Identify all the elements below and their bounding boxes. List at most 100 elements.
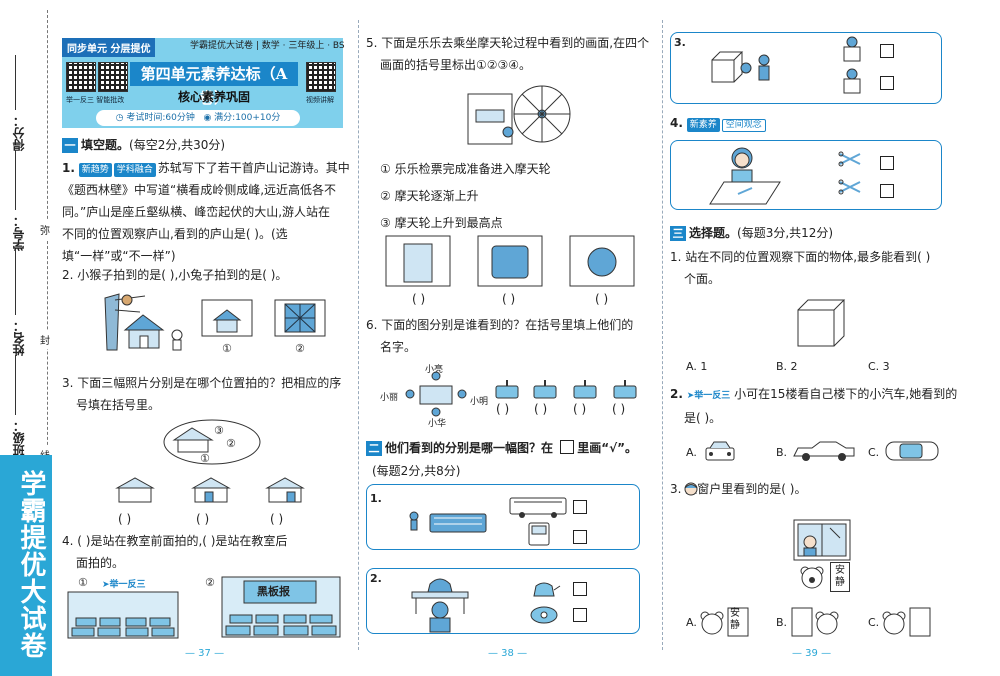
- girl-scissors-scene: [709, 147, 781, 205]
- s2-item3-number: 3.: [674, 36, 686, 49]
- section1-title: 填空题。: [81, 138, 130, 152]
- bus-side-view: [509, 497, 567, 518]
- s3-q1-option-a[interactable]: A. 1: [686, 360, 708, 373]
- qr-right-caption: 视频讲解: [306, 96, 334, 104]
- teapot-top-view: [530, 606, 558, 624]
- ferris-wheel-views: [385, 235, 635, 287]
- q6-paren-2[interactable]: ( ): [534, 402, 548, 416]
- q3-paren-2[interactable]: ( ): [196, 512, 210, 526]
- section1-number: 一: [62, 138, 78, 153]
- q5-paren-3[interactable]: ( ): [595, 292, 609, 306]
- s3-q2-option-c[interactable]: C.: [868, 446, 880, 459]
- q4-text: 4. ( )是站在教室前面拍的,( )是站在教室后 面拍的。: [62, 534, 288, 570]
- spatial-tag: 空间观念: [721, 119, 766, 132]
- teapot-table-scene: [411, 578, 469, 633]
- photo-option-1: [201, 299, 253, 337]
- q4-option-1: ①: [78, 576, 88, 589]
- s3-q2-option-b[interactable]: B.: [776, 446, 788, 459]
- ferris-wheel-illustration: [467, 85, 571, 145]
- q4-tag: ➤举一反三: [102, 580, 146, 590]
- seal-char-2: 封: [40, 330, 50, 349]
- s3-q3-text: 3. 从窗户里看到的是( )。: [670, 482, 807, 496]
- quiet-sign: 安静: [830, 562, 850, 592]
- position-mark-1: ①: [200, 452, 210, 465]
- q3-text: 3. 下面三幅照片分别是在哪个位置拍的？把相应的序 号填在括号里。: [62, 376, 342, 412]
- name-blank[interactable]: [15, 250, 16, 315]
- name-xiaoli: 小丽: [380, 393, 399, 403]
- exam-score: 满分:100+10分: [214, 113, 281, 123]
- cake-views: [495, 380, 637, 399]
- q2-text: 2. 小猴子拍到的是( ),小兔子拍到的是( )。: [62, 268, 288, 282]
- s3-q3-option-c[interactable]: C.: [868, 616, 880, 629]
- s2-item1-check-a[interactable]: [573, 500, 587, 514]
- score-blank[interactable]: [15, 55, 16, 110]
- s2-item4-check-b[interactable]: [880, 184, 894, 198]
- bus-side-scene: [409, 511, 487, 533]
- q3-paren-1[interactable]: ( ): [118, 512, 132, 526]
- q6-paren-1[interactable]: ( ): [496, 402, 510, 416]
- section1-note: (每空2分,共30分): [129, 138, 226, 152]
- q4-option-2: ②: [205, 576, 215, 589]
- qr-code-left[interactable]: [66, 62, 96, 92]
- house-position-diagram: [163, 419, 261, 465]
- q5-paren-2[interactable]: ( ): [502, 292, 516, 306]
- name-xiaoming: 小明: [470, 397, 489, 407]
- car-top-view: [885, 441, 939, 461]
- spine-band: [0, 455, 52, 676]
- section3-title: 选择题。: [689, 226, 738, 240]
- scissors-views: [838, 151, 861, 195]
- s3-q3-option-b[interactable]: B.: [776, 616, 788, 629]
- option-a-sign: 安静: [730, 608, 740, 631]
- q3-paren-3[interactable]: ( ): [270, 512, 284, 526]
- s3-q1-option-b[interactable]: B. 2: [776, 360, 798, 373]
- q6-paren-3[interactable]: ( ): [573, 402, 587, 416]
- id-label: 学号：: [12, 215, 26, 251]
- s2-item1-check-b[interactable]: [573, 530, 587, 544]
- clock-icon: ◷: [115, 113, 124, 123]
- option-c-view: [882, 607, 931, 637]
- boy-face-icon: [684, 482, 698, 496]
- q1-block: 1. 新趋势学科融合苏轼写下了若干首庐山记游诗。其中 《题西林壁》中写道“横看成…: [62, 161, 350, 263]
- s3-q3-option-a[interactable]: A.: [686, 616, 697, 629]
- monkey-house-illustration: [104, 293, 183, 351]
- cube-ball-scene: [711, 51, 770, 83]
- column-separator: [358, 20, 359, 650]
- s3-q1-option-c[interactable]: C. 3: [868, 360, 890, 373]
- blackboard-label: 黑板报: [257, 585, 290, 598]
- sync-tag: 同步单元 分层提优: [62, 38, 156, 57]
- s2-item2-check-a[interactable]: [573, 582, 587, 596]
- qr-code-left-2[interactable]: [98, 62, 128, 92]
- s2-item4-label: 4. 新素养空间观念: [670, 112, 766, 134]
- class-label: 班级：: [12, 420, 26, 456]
- qr-code-right[interactable]: [306, 62, 336, 92]
- name-xiaohua: 小华: [428, 419, 447, 429]
- q6-text: 6. 下面的图分别是谁看到的？在括号里填上他们的 名字。: [366, 318, 634, 354]
- q5-text: 5. 下面是乐乐去乘坐摩天轮过程中看到的画面,在四个 画面的括号里标出①②③④。: [366, 36, 650, 72]
- s2-item3-check-b[interactable]: [880, 76, 894, 90]
- score-label: 得分：: [12, 115, 26, 151]
- class-blank[interactable]: [15, 355, 16, 415]
- s2-item2-number: 2.: [370, 572, 382, 585]
- s2-item3-check-a[interactable]: [880, 44, 894, 58]
- literacy-tag: 新素养: [686, 118, 720, 132]
- s2-item4-check-a[interactable]: [880, 156, 894, 170]
- section2-title: 他们看到的分别是哪一幅图？在: [385, 441, 554, 455]
- q5-steps: ① 乐乐检票完成准备进入摩天轮 ② 摩天轮逐渐上升 ③ 摩天轮上升到最高点: [380, 162, 551, 230]
- checkbox-sample: [560, 440, 575, 454]
- s3-q2-option-a[interactable]: A.: [686, 446, 697, 459]
- page-number-38: — 38 —: [488, 648, 528, 659]
- unit-title: 第四单元素养达标（A卷）: [130, 62, 298, 107]
- q6-paren-4[interactable]: ( ): [612, 402, 626, 416]
- cube-ball-views: [843, 36, 861, 94]
- position-mark-3: ③: [214, 424, 224, 437]
- exam-time: 考试时间:60分钟: [126, 113, 195, 123]
- cube-figure: [797, 299, 846, 347]
- id-blank[interactable]: [15, 150, 16, 210]
- q2-option-2: ②: [295, 342, 305, 355]
- section2-title-2: 里画“√”。: [577, 441, 637, 455]
- section3-note: (每题3分,共12分): [737, 226, 834, 240]
- fusion-tag: 学科融合: [113, 163, 156, 177]
- s2-item1-number: 1.: [370, 492, 382, 505]
- q5-paren-1[interactable]: ( ): [412, 292, 426, 306]
- s2-item2-check-b[interactable]: [573, 608, 587, 622]
